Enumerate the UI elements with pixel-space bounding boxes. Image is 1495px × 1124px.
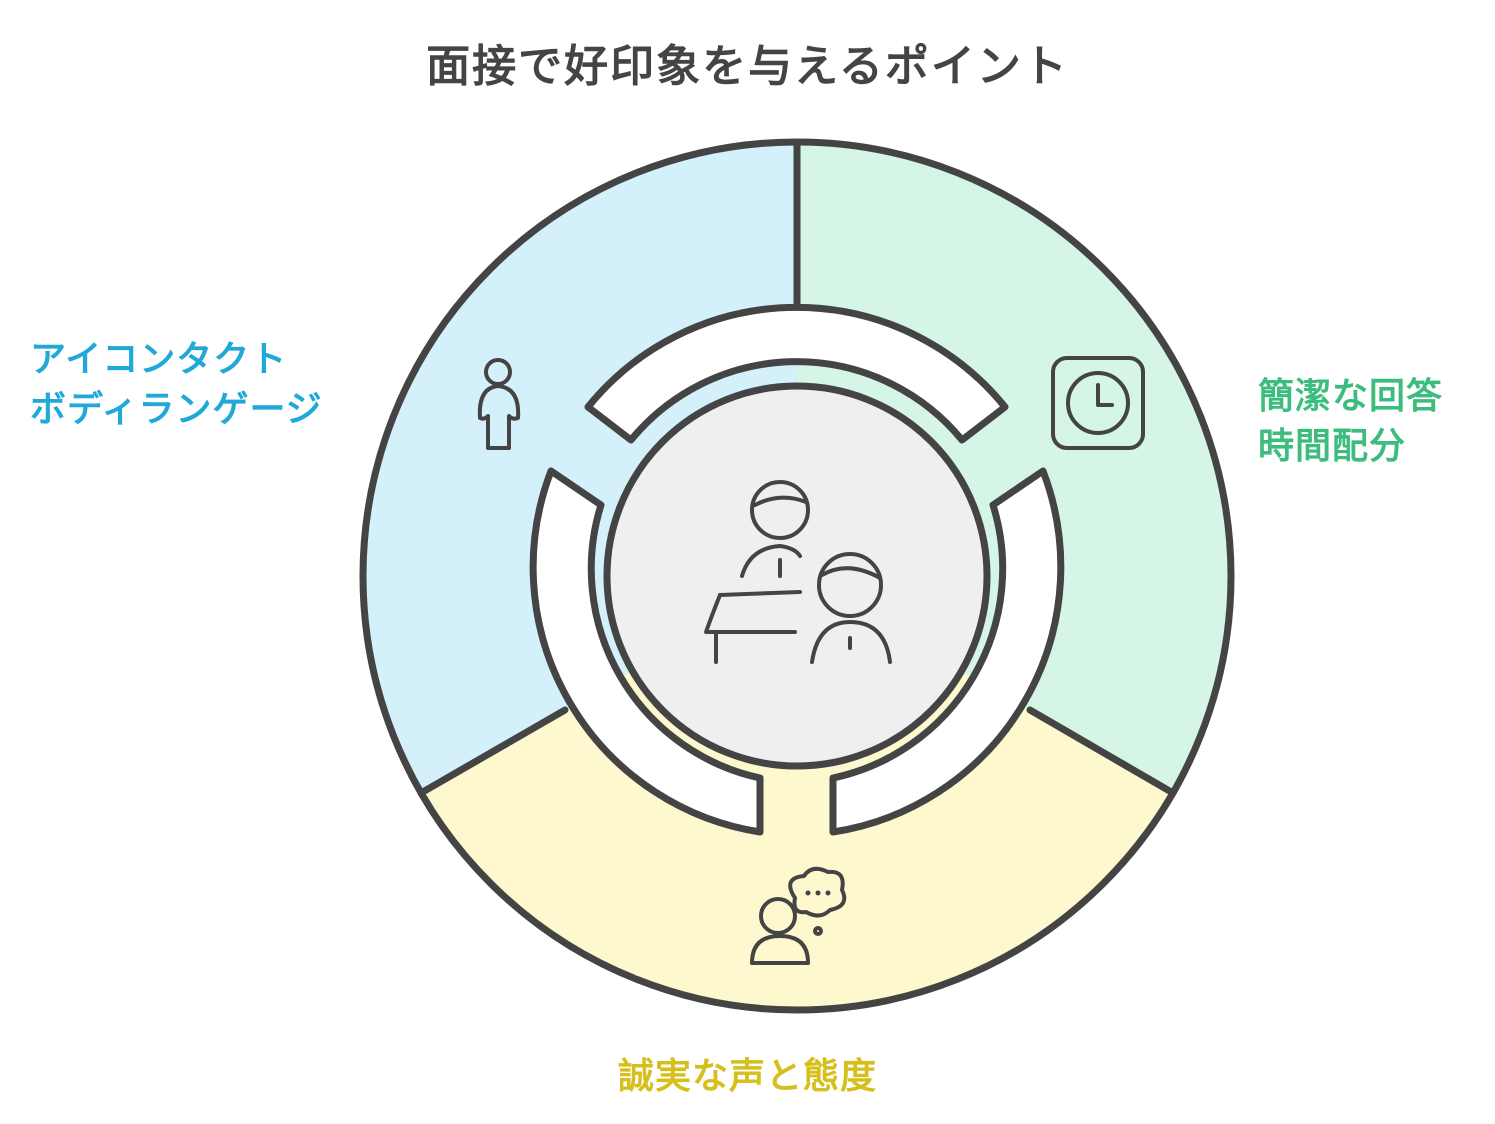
speech-dots [805, 890, 831, 896]
diagram-title: 面接で好印象を与えるポイント [426, 41, 1069, 92]
label-sincere-voice-attitude: 誠実な声と態度 [0, 1052, 1495, 1102]
label-concise-answers-time: 簡潔な回答 時間配分 [1258, 372, 1443, 472]
inner-arc-top [584, 303, 1009, 444]
label-line: 時間配分 [1258, 426, 1407, 467]
label-eye-contact-body-language: アイコンタクト ボディランゲージ [30, 335, 323, 435]
label-line: 簡潔な回答 [1258, 376, 1444, 417]
label-line: アイコンタクト [30, 339, 288, 380]
center-circle [603, 382, 991, 770]
clock-icon [1051, 356, 1145, 450]
divider-left [417, 706, 569, 797]
label-line: ボディランゲージ [30, 389, 323, 430]
inner-arc-left [529, 467, 764, 836]
interview-icon [704, 480, 892, 664]
person-icon [477, 358, 521, 450]
label-line: 誠実な声と態度 [617, 1056, 877, 1097]
inner-arc-right [829, 467, 1065, 836]
divider-right [1026, 706, 1177, 797]
speaking-person-icon [750, 866, 847, 965]
